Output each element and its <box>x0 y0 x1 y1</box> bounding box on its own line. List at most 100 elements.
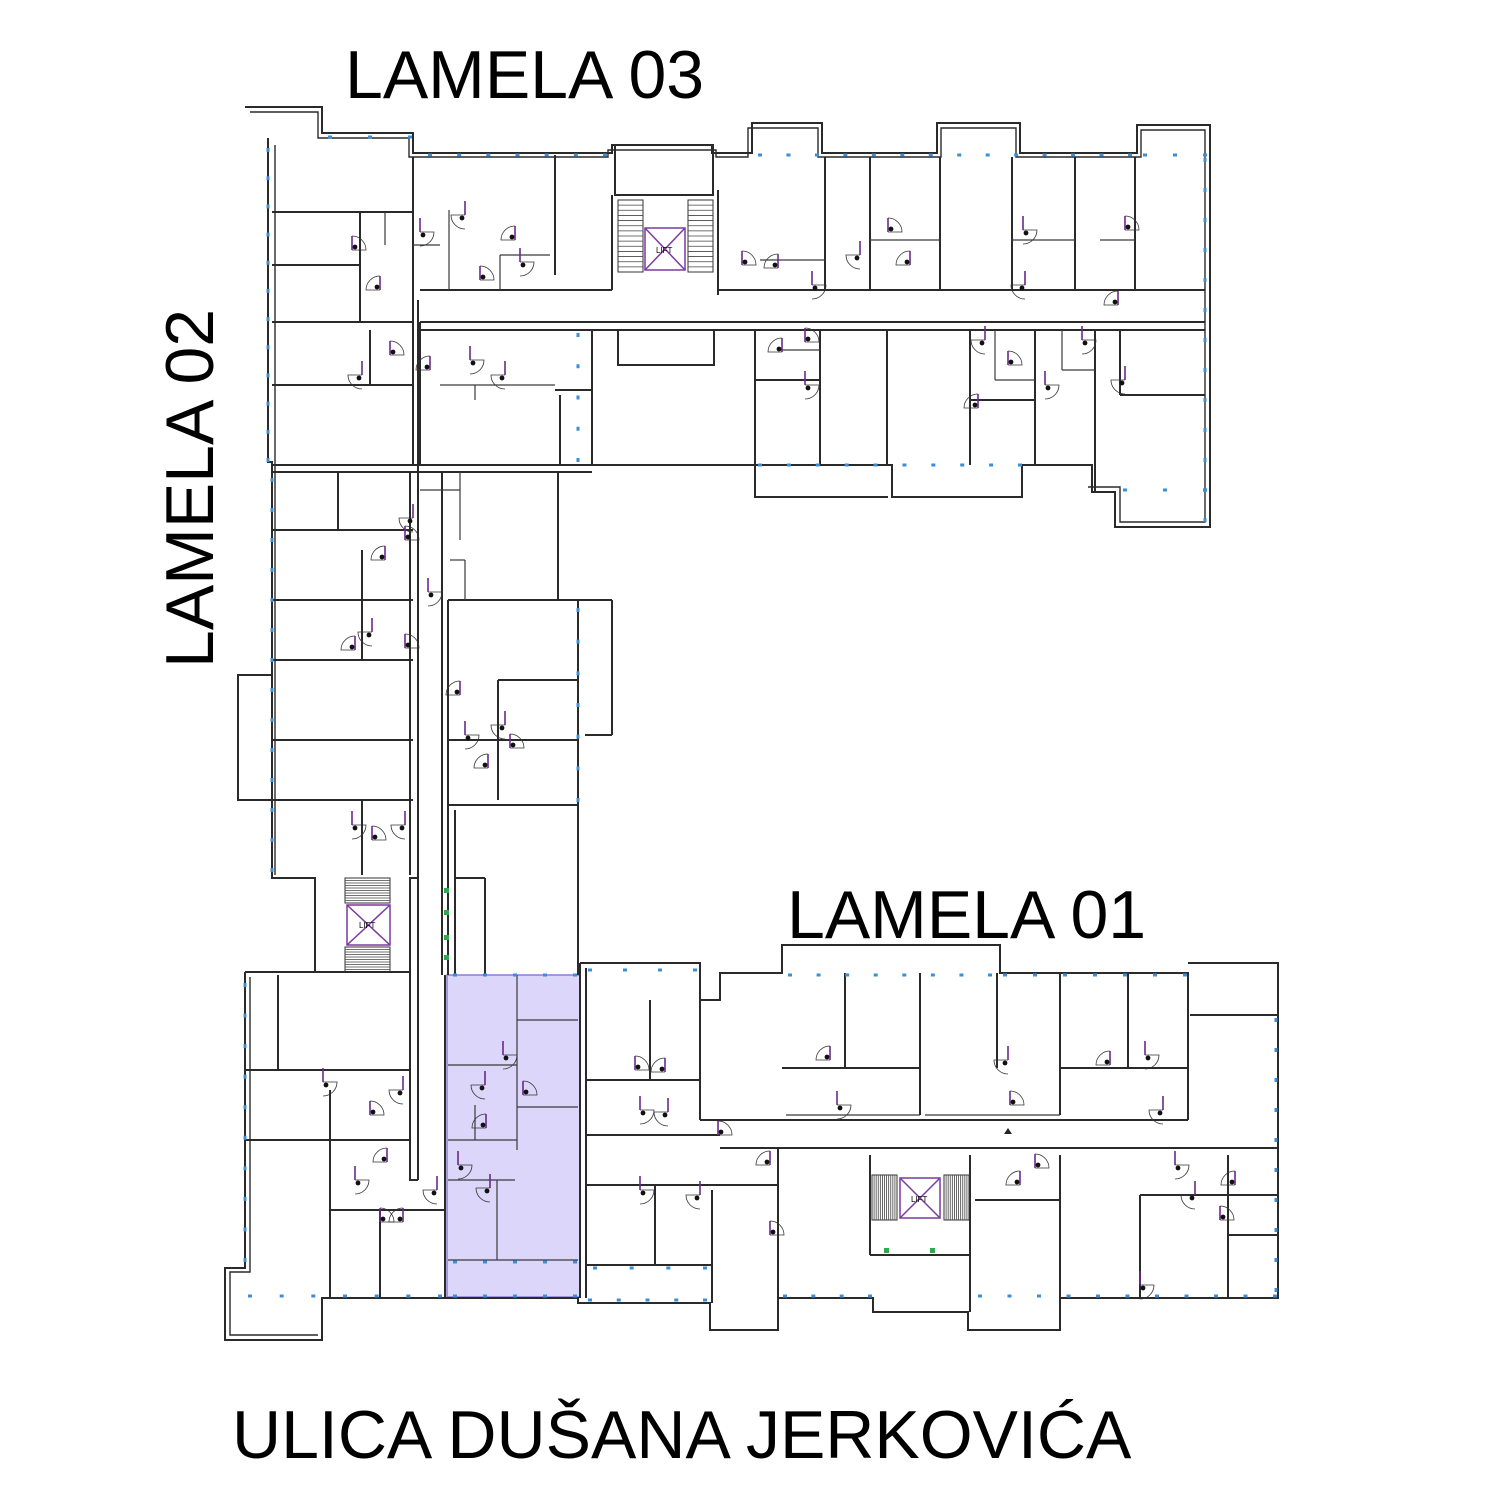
lamela-03-stairs <box>617 199 714 273</box>
lamela-02-lift: LIFT <box>346 904 391 946</box>
door-swing <box>1174 1164 1190 1180</box>
door-swing <box>490 724 506 740</box>
door-swing <box>371 825 387 841</box>
door-swing <box>895 250 911 266</box>
door-swing <box>1219 1205 1235 1221</box>
door-swing <box>811 284 827 300</box>
door-swing <box>357 631 373 647</box>
door-knob <box>837 1105 843 1111</box>
door-swing <box>1148 1109 1164 1125</box>
door-swing <box>365 275 381 291</box>
door-knob <box>349 644 355 650</box>
lamela-02-outline <box>237 138 613 1180</box>
door-knob <box>694 1195 700 1201</box>
door-swing <box>404 525 420 541</box>
door-knob <box>459 215 465 221</box>
door-knob <box>499 375 505 381</box>
door-knob <box>352 244 358 250</box>
door-swing <box>404 633 420 649</box>
door-swing <box>427 591 443 607</box>
door-knob <box>1175 1165 1181 1171</box>
highlighted-apartment[interactable] <box>446 974 581 1298</box>
door-knob <box>1220 1214 1226 1220</box>
door-swing <box>1144 1054 1160 1070</box>
door-knob <box>484 1188 490 1194</box>
door-knob <box>370 1109 376 1115</box>
lamela-03-title: LAMELA 03 <box>345 37 704 113</box>
windows <box>243 135 1278 1302</box>
door-swing <box>653 1111 669 1127</box>
door-knob <box>640 1110 646 1116</box>
door-swing <box>340 635 356 651</box>
lift-label-01: LIFT <box>911 1195 928 1204</box>
door-swing <box>457 1164 473 1180</box>
door-swing <box>1124 215 1140 231</box>
door-swing <box>370 545 386 561</box>
door-knob <box>1008 359 1014 365</box>
door-swing <box>388 1207 404 1223</box>
door-swing <box>509 733 525 749</box>
door-knob <box>805 336 811 342</box>
door-knob <box>390 349 396 355</box>
door-knob <box>379 554 385 560</box>
door-swing <box>473 753 489 769</box>
door-knob <box>1229 1179 1235 1185</box>
door-knob <box>640 1190 646 1196</box>
door-swing <box>389 340 405 356</box>
door-swing <box>475 1187 491 1203</box>
door-knob <box>479 1085 485 1091</box>
lift-label-03: LIFT <box>656 246 673 255</box>
door-swing <box>369 1100 385 1116</box>
door-knob <box>520 262 526 268</box>
door-swing <box>1220 1170 1236 1186</box>
door-swing <box>845 254 861 270</box>
door-knob <box>366 632 372 638</box>
door-swing <box>322 1081 338 1097</box>
door-knob <box>323 1082 329 1088</box>
door-swing <box>1009 1090 1025 1106</box>
door-swing <box>887 217 903 233</box>
door-swing <box>836 1104 852 1120</box>
door-swing <box>388 1089 404 1105</box>
door-swing <box>769 1220 785 1236</box>
door-swing <box>804 327 820 343</box>
lamela-03-outline <box>245 106 1211 528</box>
door-swing <box>639 1109 655 1125</box>
door-swing <box>755 1150 771 1166</box>
door-knob <box>1157 1110 1163 1116</box>
door-knob <box>805 385 811 391</box>
door-swing <box>1139 1284 1155 1300</box>
street-name: ULICA DUŠANA JERKOVIĆA <box>232 1397 1132 1473</box>
door-swing <box>815 1045 831 1061</box>
door-knob <box>742 259 748 265</box>
door-swing <box>639 1189 655 1205</box>
door-knob <box>399 825 405 831</box>
door-swing <box>354 1179 370 1195</box>
door-swing <box>1022 229 1038 245</box>
door-knob <box>776 346 782 352</box>
door-knob <box>499 725 505 731</box>
door-knob <box>1119 380 1125 386</box>
door-knob <box>1145 1055 1151 1061</box>
lamela-02-stairs <box>344 877 391 973</box>
door-knob <box>480 1122 486 1128</box>
door-swing <box>804 384 820 400</box>
door-knob <box>888 226 894 232</box>
door-swing <box>1095 1050 1111 1066</box>
door-knob <box>509 234 515 240</box>
door-knob <box>1023 230 1029 236</box>
door-knob <box>465 735 471 741</box>
door-knob <box>380 1216 386 1222</box>
door-swing <box>490 374 506 390</box>
door-swing <box>445 680 461 696</box>
door-knob <box>972 402 978 408</box>
door-knob <box>1010 1099 1016 1105</box>
door-knob <box>1189 1195 1195 1201</box>
door-swing <box>390 824 406 840</box>
door-swing <box>1044 384 1060 400</box>
door-knob <box>764 1159 770 1165</box>
door-knob <box>824 1054 830 1060</box>
door-knob <box>1112 299 1118 305</box>
door-knob <box>1002 1060 1008 1066</box>
